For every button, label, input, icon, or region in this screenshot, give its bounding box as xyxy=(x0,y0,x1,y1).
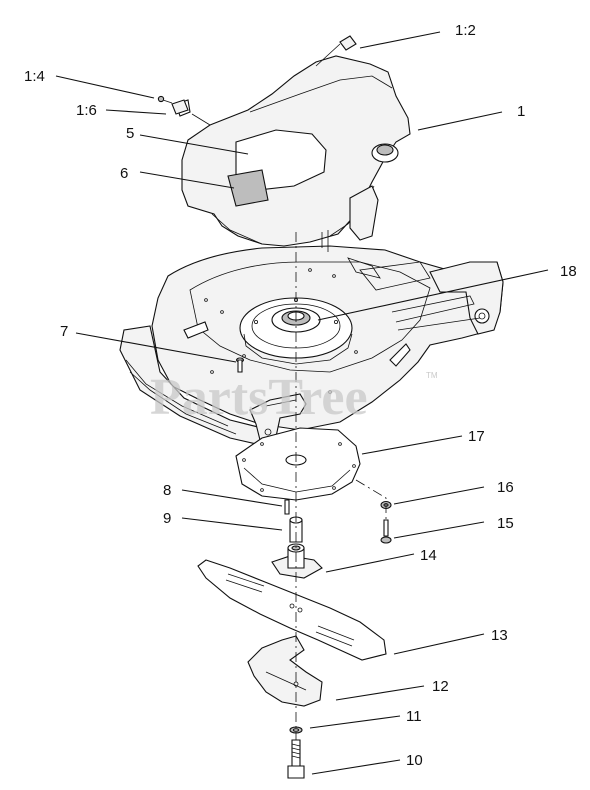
bolt-15 xyxy=(380,519,392,544)
callout-13: 13 xyxy=(491,627,508,644)
callout-5: 5 xyxy=(126,125,134,142)
bolt-10 xyxy=(287,739,305,779)
blade-adapter xyxy=(271,543,323,579)
watermark-text: PartsTree xyxy=(150,369,368,426)
callout-labels: 1:2 1:4 1:6 1 5 6 18 7 17 8 16 9 15 14 1… xyxy=(24,22,577,769)
callout-18: 18 xyxy=(560,263,577,280)
watermark-tm: TM xyxy=(426,371,438,380)
callout-10: 10 xyxy=(406,752,423,769)
callout-16: 16 xyxy=(497,479,514,496)
callout-8: 8 xyxy=(163,482,171,499)
callout-6: 6 xyxy=(120,165,128,182)
spark-plug-wire-boot xyxy=(315,35,357,67)
clip-1-6 xyxy=(171,99,189,115)
bolt-7 xyxy=(235,357,245,373)
callout-14: 14 xyxy=(420,547,437,564)
engine xyxy=(175,55,411,252)
leader-lines xyxy=(55,31,549,775)
callout-17: 17 xyxy=(468,428,485,445)
watermark: PartsTree TM xyxy=(150,369,438,426)
callout-11: 11 xyxy=(406,708,422,725)
callout-12: 12 xyxy=(432,678,449,695)
callout-1: 1 xyxy=(517,103,525,120)
callout-1-2: 1:2 xyxy=(455,22,476,39)
callout-15: 15 xyxy=(497,515,514,532)
callout-1-4: 1:4 xyxy=(24,68,45,85)
callout-9: 9 xyxy=(163,510,171,527)
hardware-axis xyxy=(355,479,387,520)
blade xyxy=(197,559,387,661)
baffle-plate xyxy=(235,427,361,501)
callout-1-6: 1:6 xyxy=(76,102,97,119)
mulching-baffle xyxy=(247,635,323,707)
screw-1-4 xyxy=(157,95,173,104)
callout-7: 7 xyxy=(60,323,68,340)
key-8 xyxy=(284,499,290,515)
